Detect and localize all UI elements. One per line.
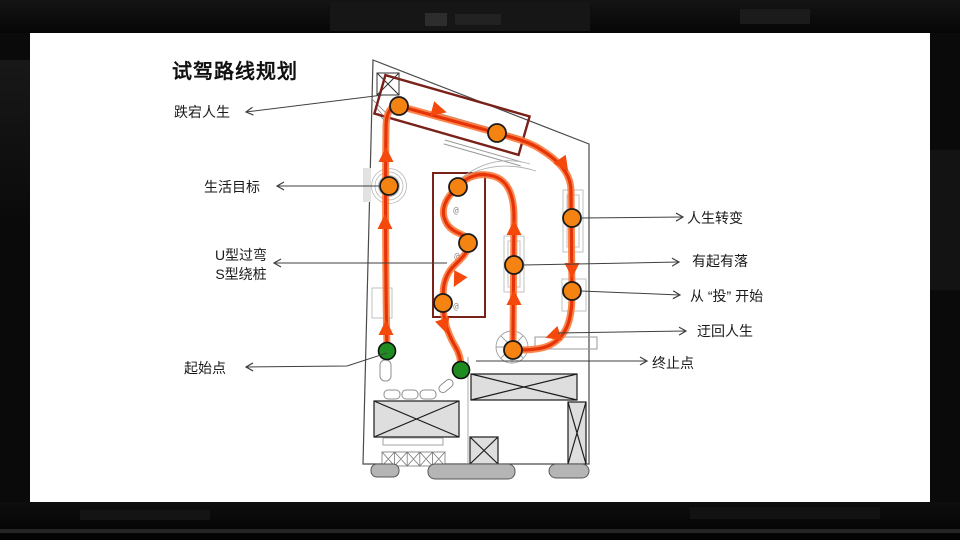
background-bottom-rail xyxy=(0,529,960,533)
label-start-from-tou: 从 “投” 开始 xyxy=(690,288,764,304)
background-machinery-light xyxy=(425,13,447,26)
background-machinery-right xyxy=(740,9,810,24)
kerb-pills xyxy=(370,463,590,480)
waypoint-dot xyxy=(503,340,523,360)
waypoint-dot xyxy=(448,177,468,197)
parked-cars xyxy=(379,359,454,400)
background-machinery xyxy=(330,2,590,31)
waypoint-dot xyxy=(389,96,409,116)
connector-rises-falls xyxy=(522,257,681,267)
slide-title: 试驾路线规划 xyxy=(172,61,298,83)
furniture-blocks xyxy=(373,373,587,465)
label-ups-downs-life: 跌宕人生 xyxy=(174,104,230,120)
building-outline xyxy=(362,59,590,465)
waypoint-dot xyxy=(458,233,478,253)
label-life-transition: 人生转变 xyxy=(687,210,743,226)
connector-ups-downs xyxy=(244,94,384,116)
slalom-zone-outline xyxy=(432,172,486,318)
label-roundabout-life: 迂回人生 xyxy=(697,323,753,339)
connector-roundabout xyxy=(557,326,688,336)
start-dot xyxy=(377,341,397,361)
label-u-turn-s-slalom: U型过弯 S型绕桩 xyxy=(207,246,275,284)
background-left-texture xyxy=(0,60,30,225)
cone-markers: @ @ @ xyxy=(453,206,460,312)
label-s-slalom: S型绕桩 xyxy=(215,266,267,282)
svg-text:@: @ xyxy=(454,252,460,262)
background-bottom-patch2 xyxy=(690,507,880,519)
connector-start xyxy=(244,352,388,372)
waypoint-dot xyxy=(562,281,582,301)
slide-canvas: 试驾路线规划 xyxy=(30,33,930,502)
svg-text:@: @ xyxy=(453,206,459,216)
tilted-zone-outline xyxy=(372,73,532,157)
connector-from-tou xyxy=(580,290,682,300)
annotation-connectors xyxy=(244,94,688,372)
waypoint-dot xyxy=(562,208,582,228)
label-u-turn: U型过弯 xyxy=(214,247,268,263)
background-left-band xyxy=(0,33,30,502)
label-end-point: 终止点 xyxy=(652,355,694,371)
waypoint-dot xyxy=(379,176,399,196)
waypoint-dot xyxy=(504,255,524,275)
label-life-goal: 生活目标 xyxy=(204,179,260,195)
background-right-band xyxy=(930,33,960,502)
background-right-texture xyxy=(930,150,960,290)
background-machinery-light2 xyxy=(455,14,501,25)
label-start-point: 起始点 xyxy=(184,360,226,376)
route-core-a xyxy=(383,104,574,352)
locker-row xyxy=(381,451,446,467)
connector-transition xyxy=(580,212,685,222)
svg-text:@: @ xyxy=(453,302,459,312)
waypoint-dot xyxy=(433,293,453,313)
waypoint-dots xyxy=(379,96,582,360)
test-drive-route xyxy=(382,102,576,372)
end-dot xyxy=(451,360,471,380)
background-bottom-band xyxy=(0,502,960,540)
table-edge xyxy=(382,437,444,446)
wall-nook xyxy=(363,168,371,202)
background-top-band xyxy=(0,0,960,33)
waypoint-dot xyxy=(487,123,507,143)
background-bottom-patch xyxy=(80,510,210,520)
terminal-dots xyxy=(377,341,471,380)
floorplan-svg: @ @ @ xyxy=(244,59,688,480)
label-rises-and-falls: 有起有落 xyxy=(692,253,748,269)
